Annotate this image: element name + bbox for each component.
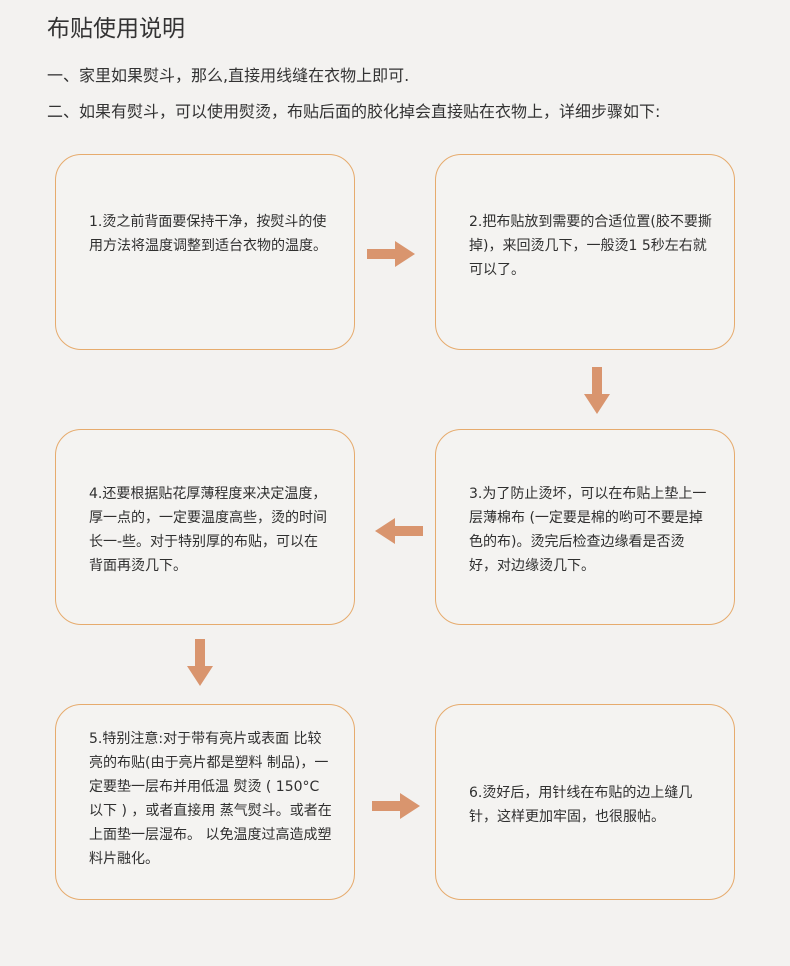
step-6-text: 6.烫好后，用针线在布贴的边上缝几针，这样更加牢固，也很服帖。 bbox=[469, 785, 693, 825]
step-6-box: 6.烫好后，用针线在布贴的边上缝几针，这样更加牢固，也很服帖。 bbox=[435, 704, 735, 900]
arrow-right-icon bbox=[367, 241, 415, 267]
step-3-box: 3.为了防止烫坏，可以在布贴上垫上一层薄棉布 (一定要是棉的哟可不要是掉色的布)… bbox=[435, 429, 735, 625]
step-3-text: 3.为了防止烫坏，可以在布贴上垫上一层薄棉布 (一定要是棉的哟可不要是掉色的布)… bbox=[469, 486, 707, 574]
intro-line-1: 一、家里如果熨斗，那么,直接用线缝在衣物上即可. bbox=[47, 66, 410, 85]
step-5-text: 5.特别注意:对于带有亮片或表面 比较亮的布贴(由于亮片都是塑料 制品)，一定要… bbox=[89, 731, 332, 867]
arrow-down-icon bbox=[584, 367, 610, 414]
arrow-right-icon bbox=[372, 793, 420, 819]
page-title: 布贴使用说明 bbox=[47, 16, 185, 42]
step-1-text: 1.烫之前背面要保持干净，按熨斗的使用方法将温度调整到适台衣物的温度。 bbox=[89, 214, 327, 254]
arrow-left-icon bbox=[375, 518, 423, 544]
intro-line-2: 二、如果有熨斗，可以使用熨烫，布贴后面的胶化掉会直接贴在衣物上，详细步骤如下: bbox=[47, 102, 661, 121]
step-2-box: 2.把布贴放到需要的合适位置(胶不要撕掉)，来回烫几下，一般烫1 5秒左右就可以… bbox=[435, 154, 735, 350]
arrow-down-icon bbox=[187, 639, 213, 686]
step-4-text: 4.还要根据贴花厚薄程度来决定温度，厚一点的，一定要温度高些，烫的时间长一-些。… bbox=[89, 486, 327, 574]
step-1-box: 1.烫之前背面要保持干净，按熨斗的使用方法将温度调整到适台衣物的温度。 bbox=[55, 154, 355, 350]
step-5-box: 5.特别注意:对于带有亮片或表面 比较亮的布贴(由于亮片都是塑料 制品)，一定要… bbox=[55, 704, 355, 900]
step-2-text: 2.把布贴放到需要的合适位置(胶不要撕掉)，来回烫几下，一般烫1 5秒左右就可以… bbox=[469, 214, 712, 278]
step-4-box: 4.还要根据贴花厚薄程度来决定温度，厚一点的，一定要温度高些，烫的时间长一-些。… bbox=[55, 429, 355, 625]
